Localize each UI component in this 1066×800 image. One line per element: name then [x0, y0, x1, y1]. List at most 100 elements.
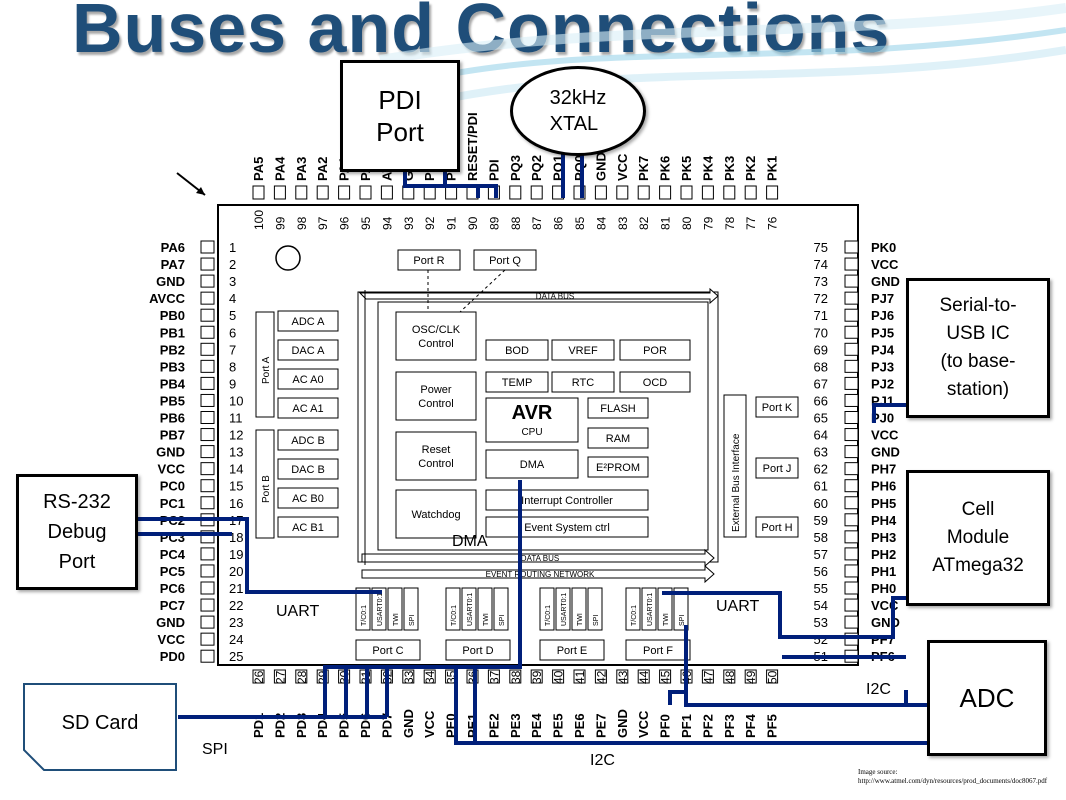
ram-block — [587, 427, 649, 449]
pin-number-right: 64 — [814, 428, 828, 443]
pin-pad-bottom — [509, 669, 522, 684]
core-inner-outline — [377, 301, 709, 551]
pin-pad-right — [844, 496, 859, 510]
pin-number-right: 58 — [814, 530, 828, 545]
pin-name-right: PJ5 — [871, 325, 894, 340]
pin-pad-right — [844, 257, 859, 271]
analog-block-ac_b0 — [277, 487, 339, 509]
vref-block-text-line: VREF — [568, 345, 598, 357]
pin-name-bottom: PD5 — [337, 713, 352, 738]
header-wave-1 — [419, 27, 1066, 83]
pin-pad-bottom — [273, 669, 286, 684]
port-e-block-text-line: Port E — [557, 645, 588, 657]
port-c-block — [355, 639, 421, 661]
pin-name-left: GND — [156, 445, 185, 460]
pin-number-top: 80 — [680, 216, 694, 230]
port-e-usart01-block — [555, 587, 571, 631]
pin-name-right: PH0 — [871, 581, 896, 596]
data-bus-bottom-arrow — [361, 548, 715, 568]
pin-name-left: PC7 — [160, 598, 185, 613]
analog-block-ac_a1 — [277, 397, 339, 419]
ocd-block — [619, 371, 691, 393]
pin-pad-right — [844, 240, 859, 254]
port-e-tc01-block — [539, 587, 555, 631]
pin-pad-left — [200, 445, 215, 459]
pin-name-left: PC0 — [160, 479, 185, 494]
temp-block — [485, 371, 549, 393]
pin-pad-right — [844, 581, 859, 595]
port-f-block-text-line: Port F — [643, 645, 673, 657]
port-a-text: Port A — [261, 356, 272, 384]
pin-name-bottom: PF2 — [700, 714, 715, 738]
port-c-twi-text: TWI — [393, 613, 400, 626]
port-f-tc01-text: T/C0:1 — [631, 605, 638, 626]
pin-number-left: 16 — [229, 496, 243, 511]
pin-number-top: 94 — [380, 216, 394, 230]
pdi-port-box: PDI Port — [340, 60, 460, 172]
port-d-tc01-block — [445, 587, 461, 631]
analog-block-adc_a — [277, 310, 339, 332]
dma-block-text-line: DMA — [520, 459, 545, 471]
pin-name-top: PK3 — [722, 156, 737, 181]
port-e-spi-block — [587, 587, 603, 631]
pin-pad-top — [680, 185, 693, 200]
pin-name-top: PA4 — [272, 156, 287, 181]
pin-name-top: PDI — [486, 159, 501, 181]
pin-pad-right — [844, 428, 859, 442]
pin-number-top: 96 — [338, 216, 352, 230]
pin-number-bottom: 50 — [766, 670, 780, 684]
pin-name-left: PB3 — [160, 359, 185, 374]
port-d-twi-text: TWI — [483, 613, 490, 626]
pin-name-bottom: PF1 — [679, 714, 694, 738]
pin-pad-top — [637, 185, 650, 200]
cell-module-box: Cell Module ATmega32 — [906, 470, 1050, 606]
pin-pad-right — [844, 376, 859, 390]
pin-number-bottom: 28 — [295, 670, 309, 684]
pin-pad-left — [200, 325, 215, 339]
pin-pad-left — [200, 615, 215, 629]
pin-pad-right — [844, 547, 859, 561]
pin-name-left: PB4 — [160, 376, 186, 391]
pin-pad-right — [844, 479, 859, 493]
pin-number-bottom: 26 — [252, 670, 266, 684]
pin-number-right: 60 — [814, 496, 828, 511]
serial-usb-box: Serial-to- USB IC (to base- station) — [906, 278, 1050, 418]
event-routing-label: EVENT ROUTING NETWORK — [486, 570, 595, 579]
pin-number-bottom: 40 — [552, 670, 566, 684]
xtal-label: 32kHz XTAL — [549, 87, 607, 135]
pin-number-top: 93 — [402, 216, 416, 230]
port-f-tc01-block — [625, 587, 641, 631]
pin-pad-bottom — [552, 669, 565, 684]
port-c-usart01-text: USART0:1 — [377, 593, 384, 626]
pin-name-bottom: PE6 — [572, 713, 587, 738]
pin-name-bottom: PD7 — [379, 713, 394, 738]
sd-card: SD Card — [22, 682, 178, 772]
pin-pad-bottom — [466, 669, 479, 684]
pin-name-left: VCC — [158, 632, 186, 647]
pin-pad-left — [200, 257, 215, 271]
cell-module-label: Cell Module ATmega32 — [932, 499, 1024, 576]
pin-number-top: 87 — [530, 216, 544, 230]
spi-label: SPI — [202, 741, 228, 758]
port-e-block — [539, 639, 605, 661]
pin-number-top: 85 — [573, 216, 587, 230]
rs232-box: RS-232 Debug Port — [16, 474, 138, 590]
header-wave-3 — [379, 3, 1066, 65]
pin-name-top: PA5 — [251, 157, 266, 181]
pin-name-right: PH2 — [871, 547, 896, 562]
adc-box: ADC — [927, 640, 1047, 756]
pin-number-left: 13 — [229, 445, 243, 460]
pin-number-right: 52 — [814, 632, 828, 647]
data-bus-top-arrow — [358, 287, 719, 305]
pin-name-right: GND — [871, 274, 900, 289]
pin-name-right: PH5 — [871, 496, 896, 511]
pin-name-bottom: PD2 — [272, 713, 287, 738]
pin-pad-right — [844, 411, 859, 424]
pin-number-left: 14 — [229, 462, 243, 477]
analog-block-adc_a-text-line: ADC A — [291, 316, 325, 328]
pin-name-top: PK6 — [658, 156, 673, 181]
pin-name-bottom: PD6 — [358, 713, 373, 738]
pin-number-left: 8 — [229, 359, 236, 374]
port-k-block-text-line: Port K — [762, 402, 793, 414]
pin-number-left: 25 — [229, 649, 243, 664]
